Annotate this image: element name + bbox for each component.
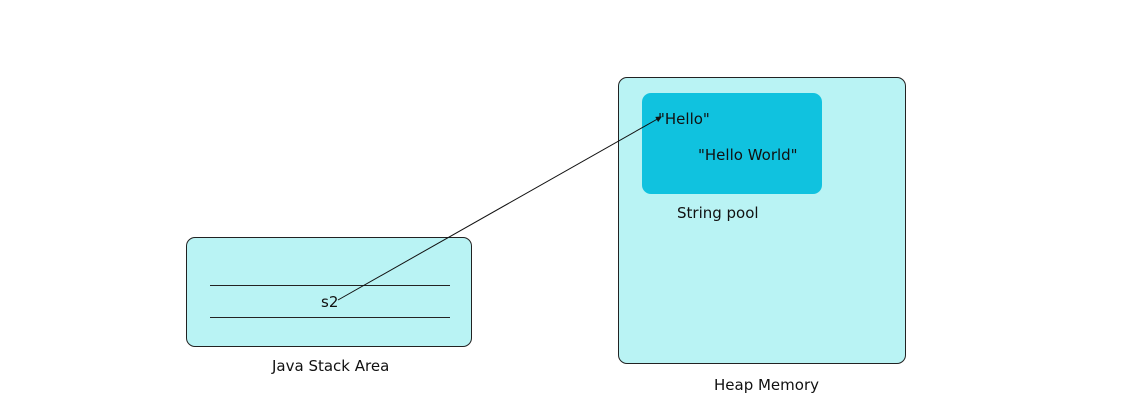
java-stack-area-box: s2 — [186, 237, 472, 347]
stack-frame-top-divider — [210, 285, 450, 286]
string-pool-entry-hello-world: "Hello World" — [698, 146, 798, 164]
heap-memory-label: Heap Memory — [714, 376, 819, 394]
string-pool-entry-hello: "Hello" — [658, 110, 710, 128]
string-pool-box — [642, 93, 822, 194]
string-pool-label: String pool — [677, 204, 759, 222]
stack-variable-s2: s2 — [321, 293, 339, 311]
java-stack-area-label: Java Stack Area — [272, 357, 390, 375]
stack-frame-bottom-divider — [210, 317, 450, 318]
